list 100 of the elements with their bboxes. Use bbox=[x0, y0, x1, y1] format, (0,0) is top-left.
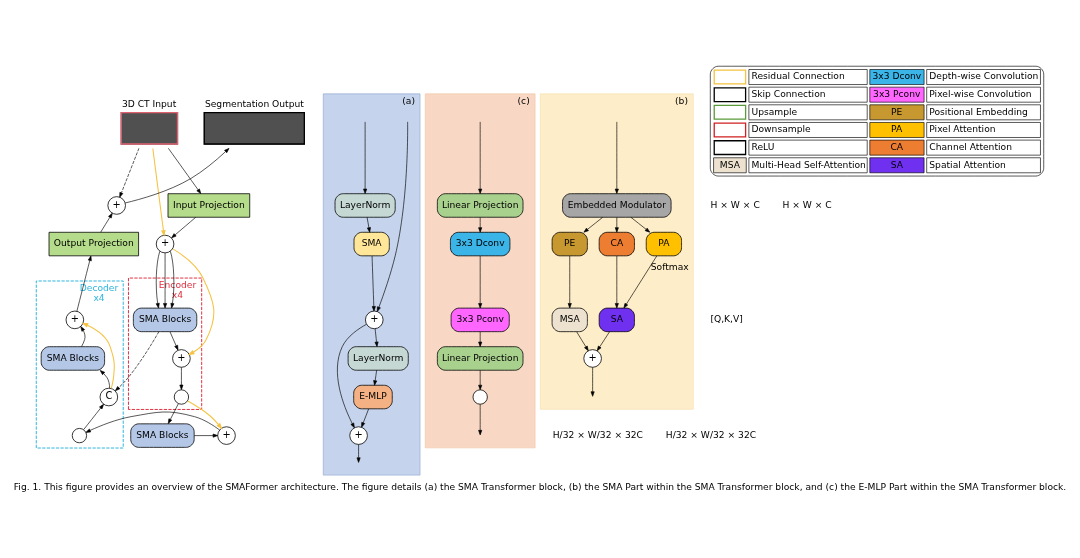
arrow bbox=[478, 369, 483, 390]
node-box: Linear Projection bbox=[436, 192, 524, 218]
node-box: Output Projection bbox=[48, 231, 139, 256]
arrow bbox=[478, 255, 483, 308]
arrow bbox=[583, 216, 604, 233]
arrow bbox=[576, 330, 589, 351]
label: H/32 × W/32 × 32C bbox=[665, 429, 757, 440]
label: H × W × C bbox=[782, 199, 832, 210]
arrow bbox=[371, 255, 376, 311]
node-circle: + bbox=[583, 348, 602, 368]
node-circle bbox=[472, 388, 488, 405]
arrow bbox=[193, 433, 219, 438]
node-label: Segmentation Output bbox=[204, 98, 304, 109]
node-circle: + bbox=[365, 310, 384, 329]
arrow bbox=[76, 255, 92, 312]
arrow bbox=[85, 411, 220, 433]
legend-label: ReLU bbox=[751, 141, 775, 152]
legend-label: Depth-wise Convolution bbox=[929, 70, 1039, 81]
label: PE bbox=[891, 106, 903, 117]
arrow bbox=[361, 408, 369, 428]
legend-label: Residual Connection bbox=[751, 70, 845, 81]
legend-label: Spatial Attention bbox=[929, 159, 1006, 170]
label: SA bbox=[890, 159, 903, 170]
node-circle: + bbox=[217, 425, 236, 445]
legend-label: Pixel-wise Convolution bbox=[929, 88, 1032, 99]
legend-label: Skip Connection bbox=[751, 88, 826, 99]
arrow bbox=[115, 331, 160, 391]
arrow bbox=[623, 255, 658, 308]
arrow bbox=[596, 330, 610, 351]
legend-label: Positional Embedding bbox=[929, 106, 1028, 117]
node-box: LayerNorm bbox=[347, 345, 409, 371]
node-box: E-MLP bbox=[353, 384, 393, 409]
label: MSA bbox=[719, 159, 740, 170]
arrow bbox=[590, 366, 595, 397]
arrow bbox=[125, 147, 230, 203]
node-box: MSA bbox=[551, 307, 588, 332]
node-circle bbox=[71, 427, 87, 443]
arrow bbox=[167, 402, 179, 424]
arrow bbox=[83, 403, 104, 430]
arrow bbox=[179, 366, 184, 390]
arrow bbox=[170, 250, 175, 308]
arrow bbox=[163, 252, 167, 308]
arrow bbox=[119, 147, 140, 197]
arrow bbox=[171, 216, 197, 238]
node-box: 3x3 Pconv bbox=[450, 307, 510, 332]
arrow bbox=[630, 216, 651, 233]
legend-label: Channel Attention bbox=[929, 141, 1012, 152]
arrow bbox=[356, 443, 361, 463]
arrow bbox=[80, 325, 86, 347]
arrow bbox=[169, 330, 179, 350]
arrow bbox=[172, 247, 215, 355]
label: H/32 × W/32 × 32C bbox=[552, 429, 644, 440]
node-box: PE bbox=[551, 231, 588, 256]
node-circle bbox=[173, 388, 189, 405]
node-circle: + bbox=[107, 195, 126, 215]
arrow bbox=[337, 323, 367, 428]
arrow bbox=[376, 121, 408, 312]
arrow bbox=[373, 369, 378, 386]
label: CA bbox=[890, 141, 904, 152]
node-label: 3D CT Input bbox=[121, 98, 177, 109]
node-box: SA bbox=[598, 307, 635, 332]
arrow bbox=[363, 121, 368, 194]
arrow bbox=[478, 330, 483, 347]
arrow bbox=[614, 216, 619, 233]
label: PA bbox=[891, 123, 903, 134]
arrow bbox=[81, 322, 115, 389]
node-box: SMA Blocks bbox=[40, 345, 105, 371]
node-box: CA bbox=[598, 231, 635, 256]
node-box: SMA Blocks bbox=[130, 422, 195, 448]
node-circle: + bbox=[349, 425, 368, 445]
arrow bbox=[99, 369, 110, 388]
caption: Fig. 1. This figure provides an overview of the SMAFormer architecture. The figure details (a) the SMA Transformer block, (b) the SMA Part within the SMA Transformer block, and (c) the E-MLP Part within the SMA Transformer block. bbox=[13, 481, 1067, 492]
label: 3x3 Pconv bbox=[873, 88, 921, 99]
node-box: SMA Blocks bbox=[132, 307, 198, 332]
arrow bbox=[478, 121, 483, 194]
label: 3x3 Dconv bbox=[872, 70, 922, 81]
legend-label: Multi-Head Self-Attention bbox=[751, 159, 866, 170]
node-box: LayerNorm bbox=[334, 192, 396, 218]
node-box: Embedded Modulator bbox=[562, 192, 672, 218]
node-box: 3x3 Dconv bbox=[450, 231, 511, 256]
node-circle: + bbox=[65, 310, 85, 329]
node-box: PA bbox=[645, 231, 682, 256]
arrow bbox=[478, 403, 483, 435]
arrow bbox=[374, 328, 379, 347]
arrow bbox=[478, 216, 483, 233]
edge-label: Softmax bbox=[650, 261, 689, 272]
node-box: Linear Projection bbox=[436, 345, 524, 371]
label: [Q,K,V] bbox=[710, 313, 743, 324]
node-box: SMA bbox=[353, 231, 390, 256]
arrow bbox=[366, 216, 371, 233]
legend-label: Upsample bbox=[751, 106, 798, 117]
node-box: Input Projection bbox=[167, 192, 251, 218]
label: H × W × C bbox=[710, 199, 760, 210]
arrow bbox=[100, 212, 113, 232]
arrow bbox=[614, 255, 619, 308]
arrow bbox=[614, 121, 619, 194]
arrow bbox=[168, 147, 202, 194]
legend-label: Pixel Attention bbox=[929, 123, 996, 134]
node-circle: + bbox=[172, 348, 191, 368]
arrow bbox=[567, 255, 572, 308]
